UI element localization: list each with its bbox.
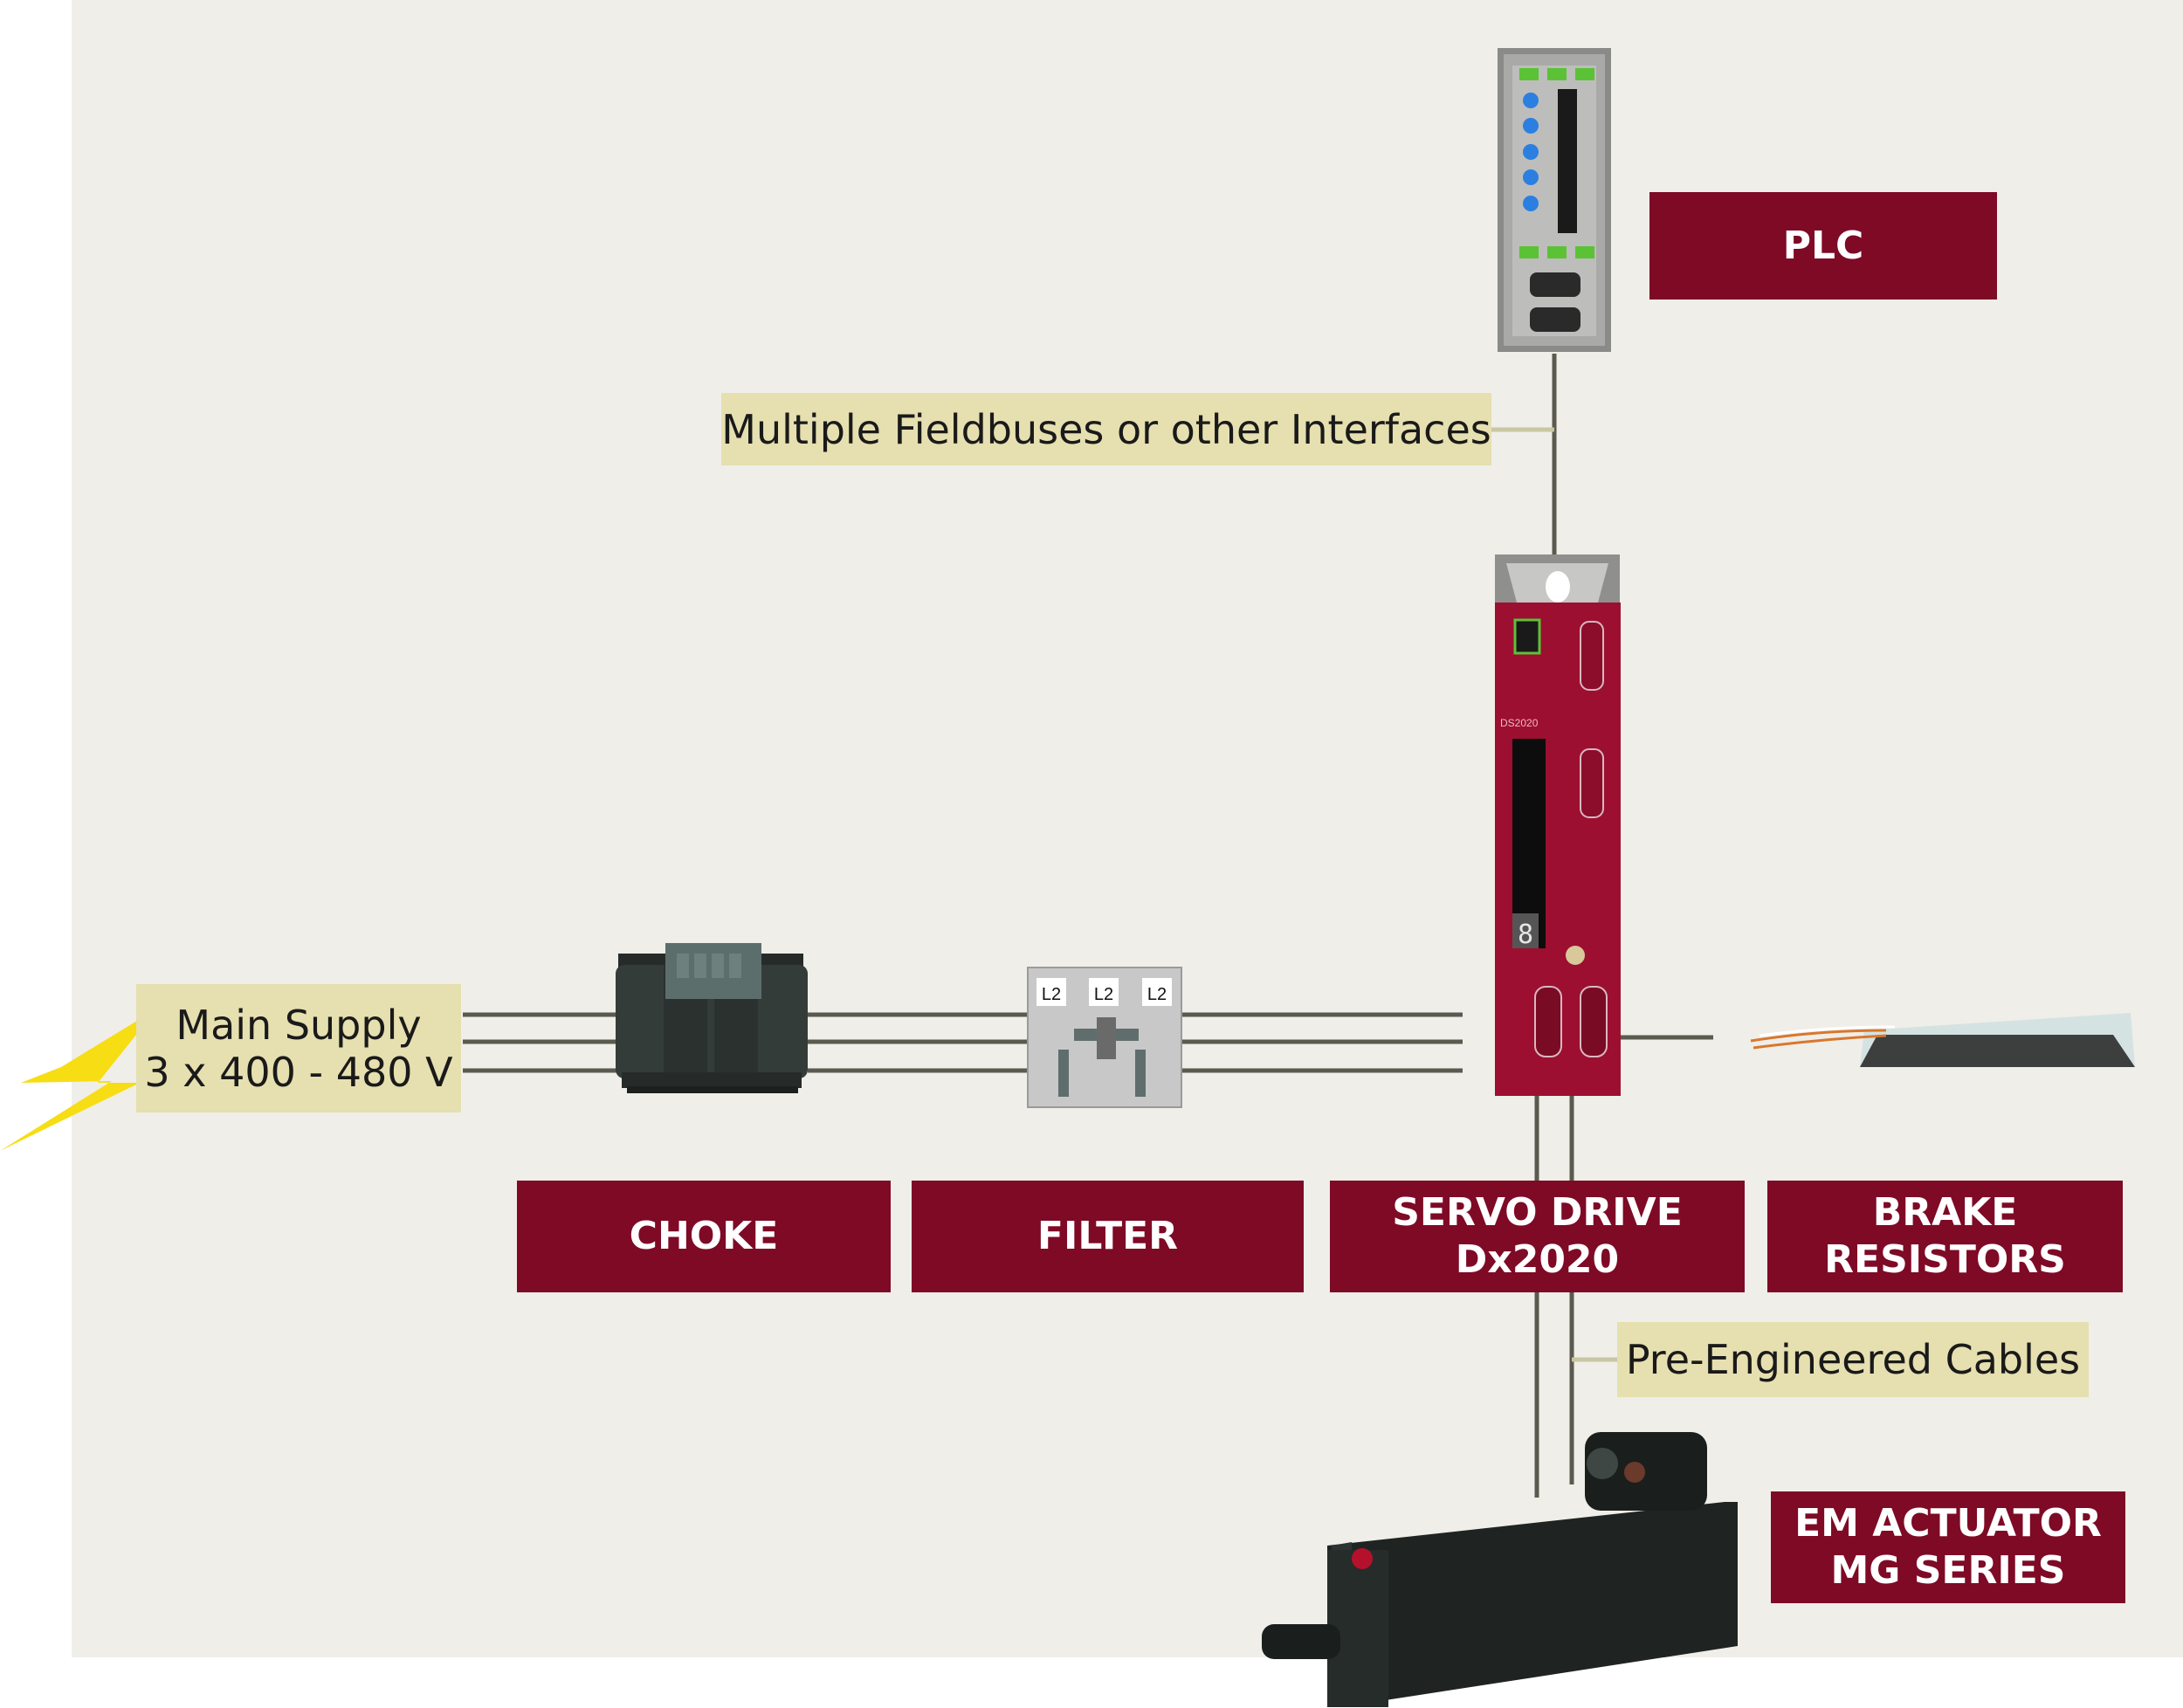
filter-terminal-label: L2: [1042, 985, 1061, 1004]
main-supply-note: Main Supply 3 x 400 - 480 V: [136, 984, 461, 1112]
wiring: [463, 354, 1713, 1498]
brake-resistor-icon: [1750, 1013, 2135, 1067]
filter-icon: L2 L2 L2: [1027, 967, 1182, 1108]
plc-device-icon: [1498, 48, 1611, 352]
callout-leaders: [1491, 427, 1617, 1362]
fieldbus-note: Multiple Fieldbuses or other Interfaces: [721, 393, 1491, 465]
drive-display-digit: 8: [1518, 919, 1533, 950]
filter-terminal-label: L2: [1147, 985, 1167, 1004]
plc-label: PLC: [1649, 192, 1997, 300]
choke-label: CHOKE: [517, 1181, 891, 1292]
servo-drive-icon: DS2020 8: [1495, 554, 1621, 1096]
brake-resistors-label: BRAKE RESISTORS: [1767, 1181, 2123, 1292]
cables-note: Pre-Engineered Cables: [1617, 1322, 2089, 1397]
actuator-label: EM ACTUATOR MG SERIES: [1771, 1491, 2125, 1603]
filter-label: FILTER: [912, 1181, 1304, 1292]
actuator-motor-icon: [1262, 1432, 1738, 1707]
servo-drive-label: SERVO DRIVE Dx2020: [1330, 1181, 1745, 1292]
drive-model-text: DS2020: [1500, 717, 1539, 729]
filter-terminal-label: L2: [1094, 985, 1113, 1004]
choke-icon: [616, 943, 808, 1093]
lightning-bolt-icon: [0, 1009, 157, 1151]
